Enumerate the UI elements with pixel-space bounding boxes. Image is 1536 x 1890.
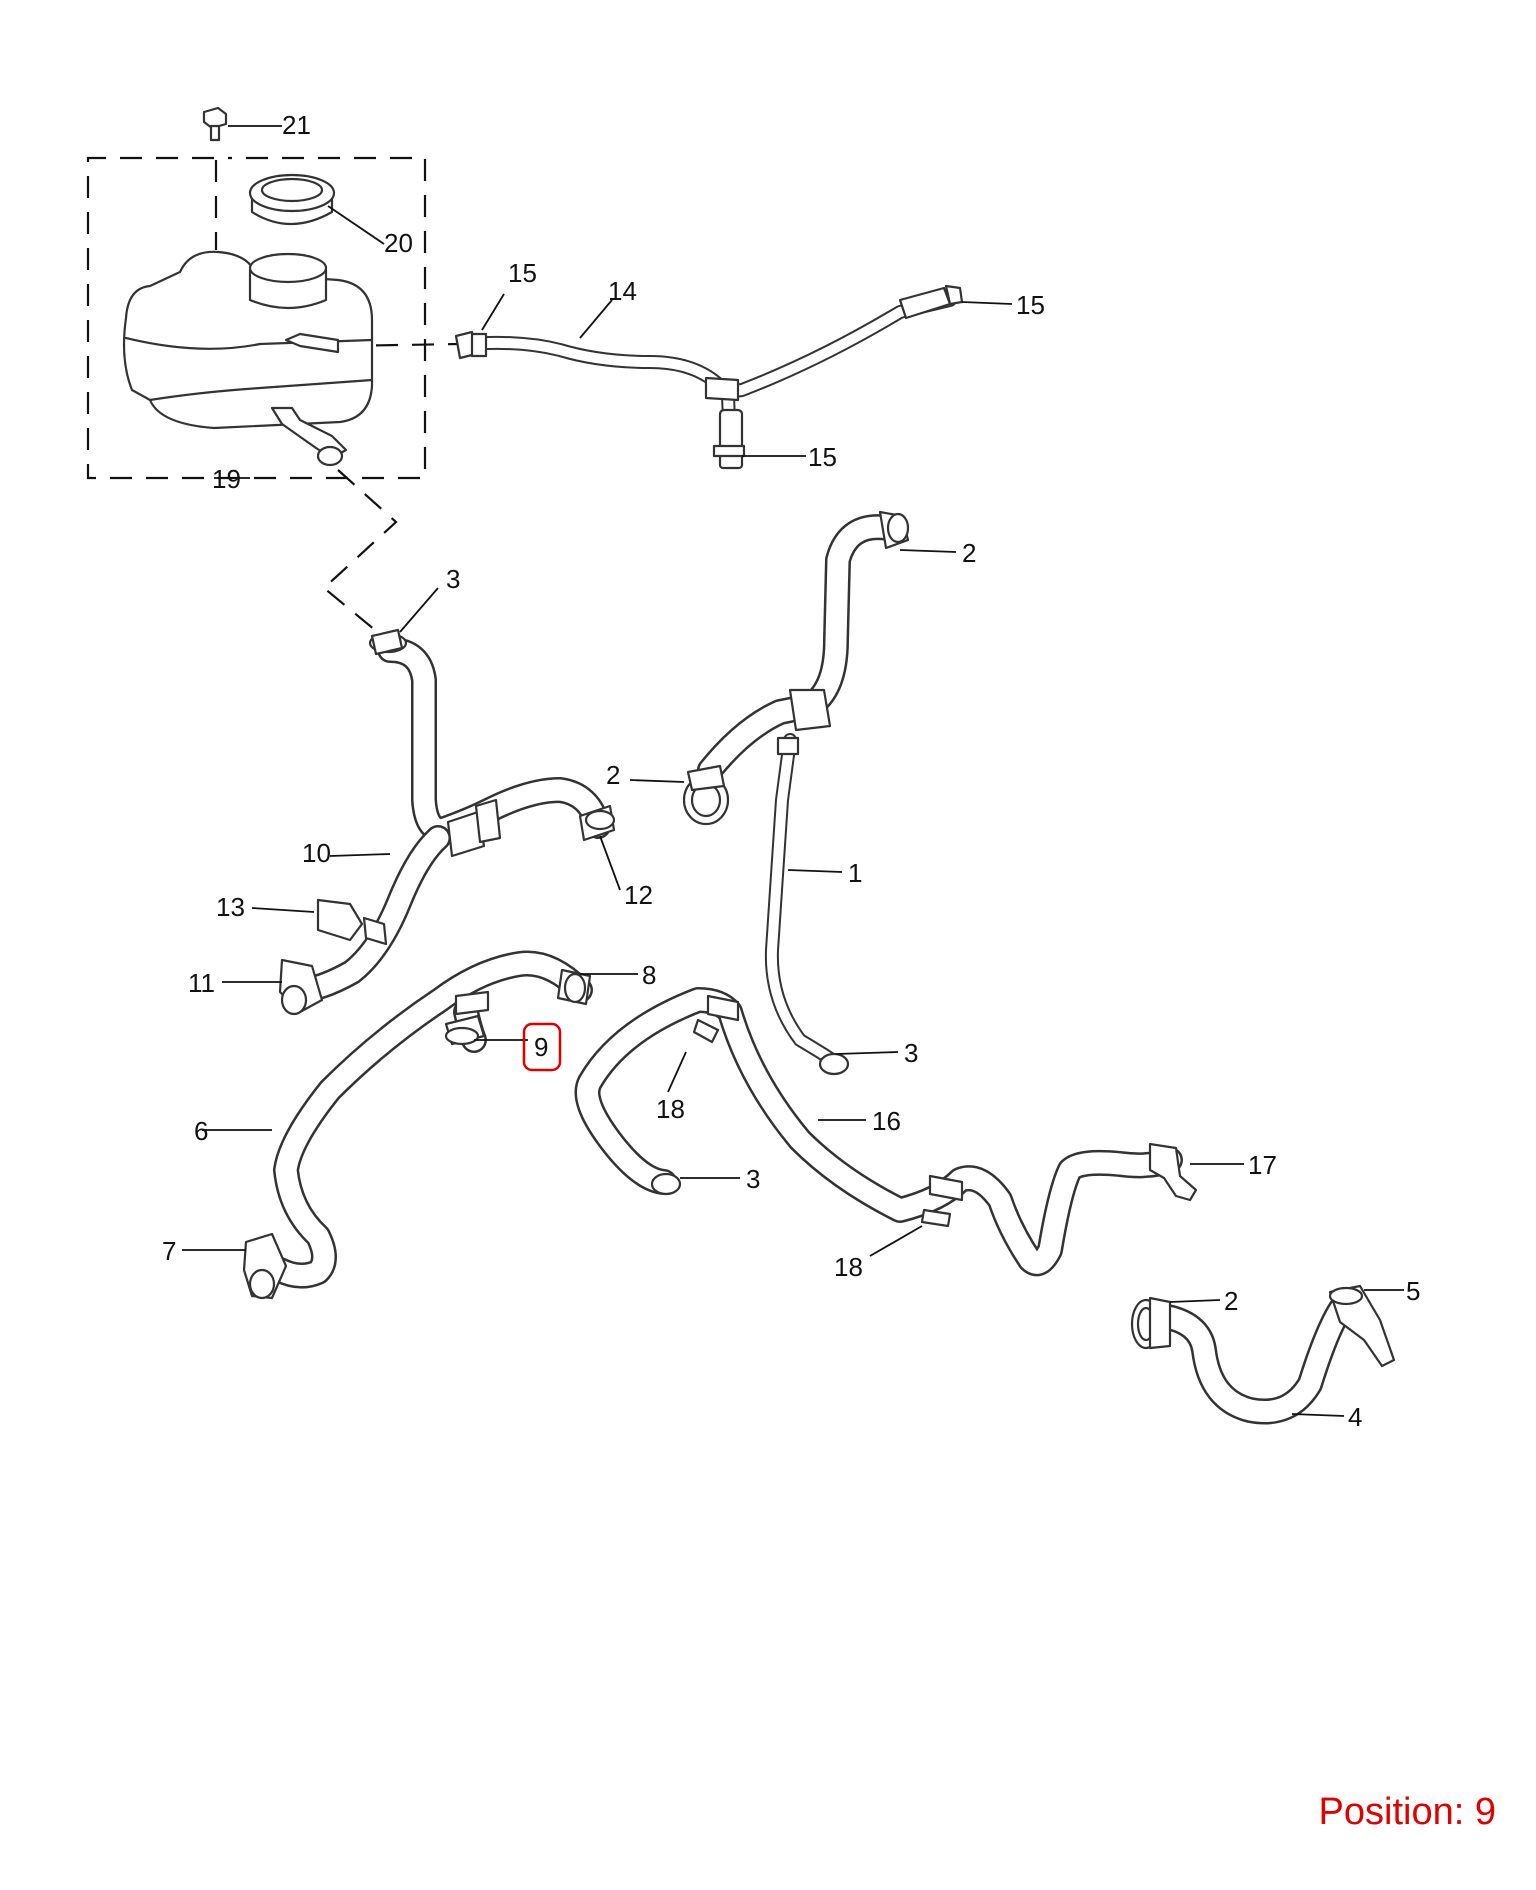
hose-10-assembly [278, 628, 616, 1016]
callout-13: 13 [216, 892, 245, 922]
callout-19: 19 [212, 464, 241, 494]
callout-1: 1 [848, 858, 862, 888]
callout-17: 17 [1248, 1150, 1277, 1180]
callout-9-highlight [522, 1022, 562, 1072]
callout-3-top: 3 [446, 564, 460, 594]
callout-12: 12 [624, 880, 653, 910]
callout-2-upper-right: 2 [962, 538, 976, 568]
callout-2-lower: 2 [1224, 1286, 1238, 1316]
overflow-hose-14 [454, 284, 964, 470]
hose-2-upper-assembly [682, 510, 910, 1076]
position-label: Position: 9 [1319, 1791, 1496, 1833]
callout-7: 7 [162, 1236, 176, 1266]
callout-11: 11 [188, 968, 215, 998]
dashed-leader-hose3 [322, 469, 398, 631]
callout-18-lower: 18 [834, 1252, 863, 1282]
callout-21: 21 [282, 110, 311, 140]
hose-16-assembly [574, 987, 1198, 1277]
callout-4: 4 [1348, 1402, 1362, 1432]
hose-6-assembly [242, 950, 593, 1300]
callout-3-lower: 3 [746, 1164, 760, 1194]
callout-18-upper: 18 [656, 1094, 685, 1124]
callout-5: 5 [1406, 1276, 1420, 1306]
reservoir-group-box [86, 156, 427, 480]
callout-3-middle: 3 [904, 1038, 918, 1068]
callout-15-right: 15 [1016, 290, 1045, 320]
hose-4-assembly [1130, 1284, 1396, 1425]
leader-lines [182, 125, 1404, 1417]
callout-16: 16 [872, 1106, 901, 1136]
callout-10: 10 [302, 838, 331, 868]
reservoir-tank-19 [122, 250, 374, 467]
callout-15-left: 15 [508, 258, 537, 288]
callout-9: 9 [534, 1032, 548, 1062]
callout-2-upper-left: 2 [606, 760, 620, 790]
bolt-21 [202, 106, 228, 142]
callout-6: 6 [194, 1116, 208, 1146]
callout-15-bottom: 15 [808, 442, 837, 472]
filler-cap-20 [248, 173, 336, 226]
callout-14: 14 [608, 276, 637, 306]
callout-8: 8 [642, 960, 656, 990]
callout-20: 20 [384, 228, 413, 258]
